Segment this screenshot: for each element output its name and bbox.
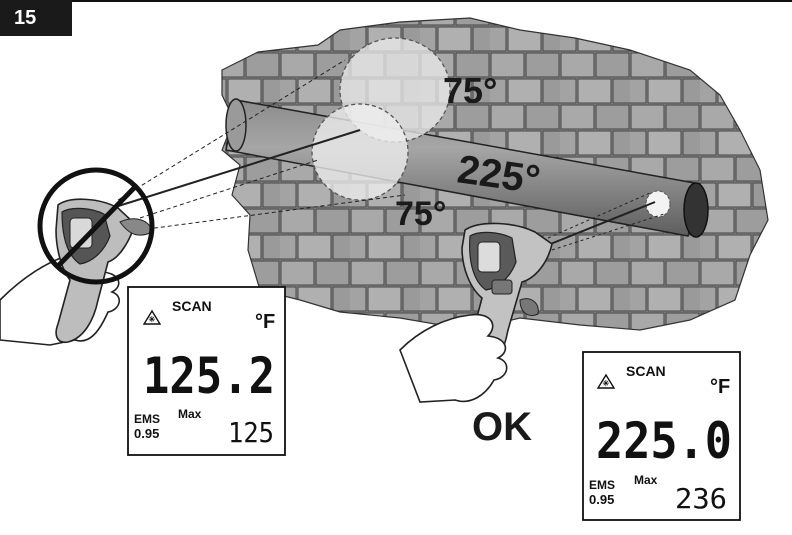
svg-text:✳: ✳	[603, 379, 610, 388]
lcd-left-max-value: 125	[228, 416, 274, 449]
svg-text:✳: ✳	[149, 315, 156, 324]
lcd-right-unit: °F	[710, 376, 730, 398]
figure-number-badge: 15	[0, 0, 72, 36]
right-thermometer	[399, 222, 553, 403]
lcd-left-max-label: Max	[178, 407, 202, 421]
temp-label-top: 75°	[443, 70, 497, 111]
lcd-display-right: ✳ SCAN °F 225.0 EMS 0.95 Max 236	[582, 351, 741, 521]
lcd-left-mode: SCAN	[172, 298, 212, 314]
lcd-right-max-value: 236	[675, 482, 727, 515]
lcd-left-ems-label: EMS	[134, 412, 160, 426]
left-sight-lines	[111, 59, 406, 231]
lcd-right-mode: SCAN	[626, 363, 666, 379]
lcd-left-ems-value: 0.95	[134, 426, 159, 441]
top-rule	[0, 0, 792, 2]
lcd-right-ems-label: EMS	[589, 478, 615, 492]
lcd-display-left: ✳ SCAN °F 125.2 EMS 0.95 Max 125	[127, 286, 286, 456]
lcd-left-unit: °F	[255, 311, 275, 333]
laser-warning-icon: ✳	[596, 373, 616, 389]
not-allowed-icon	[37, 167, 155, 285]
lcd-right-reading: 225.0	[596, 412, 732, 470]
wide-spot-pipe	[311, 103, 409, 201]
temp-label-bottom: 75°	[395, 195, 446, 233]
lcd-left-reading: 125.2	[143, 347, 275, 405]
laser-warning-icon: ✳	[142, 309, 162, 325]
right-sight-lines	[547, 192, 665, 251]
narrow-spot-pipe	[645, 190, 671, 218]
ok-label: OK	[472, 405, 532, 449]
lcd-right-max-label: Max	[634, 473, 658, 487]
lcd-right-ems-value: 0.95	[589, 492, 614, 507]
